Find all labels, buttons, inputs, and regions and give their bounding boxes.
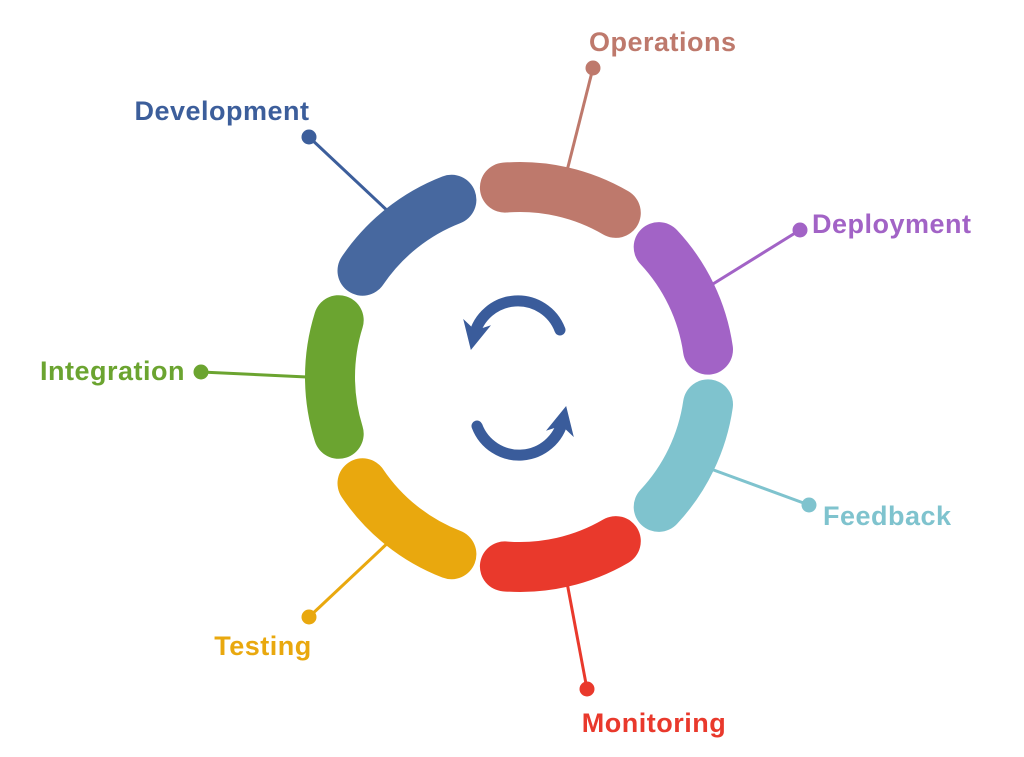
segment-arc-feedback: [633, 379, 733, 532]
segment-label-deployment: Deployment: [812, 209, 972, 239]
cycle-arrow-top-icon: [463, 295, 566, 350]
segment-connector-operations: [565, 67, 595, 170]
segment-connector-integration: [200, 370, 308, 379]
cycle-arrows-icon: [463, 295, 574, 461]
cycle-arrow-bottom-icon: [471, 406, 574, 461]
segment-dot-testing: [301, 609, 317, 625]
segment-label-development: Development: [134, 96, 309, 126]
segment-arc-monitoring: [479, 516, 641, 592]
segment-arc-deployment: [633, 222, 733, 375]
segment-label-feedback: Feedback: [823, 501, 952, 531]
segment-label-monitoring: Monitoring: [582, 708, 726, 738]
segment-connector-feedback: [711, 467, 810, 507]
segment-connector-development: [307, 135, 389, 212]
segment-dot-feedback: [801, 497, 817, 513]
segment-connector-testing: [307, 542, 389, 619]
segment-label-operations: Operations: [589, 27, 737, 57]
segment-dot-integration: [193, 364, 209, 380]
segment-connector-monitoring: [565, 584, 589, 690]
segment-dot-operations: [585, 60, 601, 76]
segment-label-testing: Testing: [214, 631, 312, 661]
segment-arc-testing: [337, 458, 477, 580]
segment-dot-deployment: [792, 222, 808, 238]
segment-label-integration: Integration: [40, 356, 185, 386]
segment-connector-deployment: [711, 228, 801, 286]
segment-dot-monitoring: [579, 681, 595, 697]
segment-dot-development: [301, 129, 317, 145]
segment-arc-development: [337, 174, 477, 296]
segment-arc-operations: [479, 162, 641, 238]
segment-arc-integration: [305, 295, 364, 459]
